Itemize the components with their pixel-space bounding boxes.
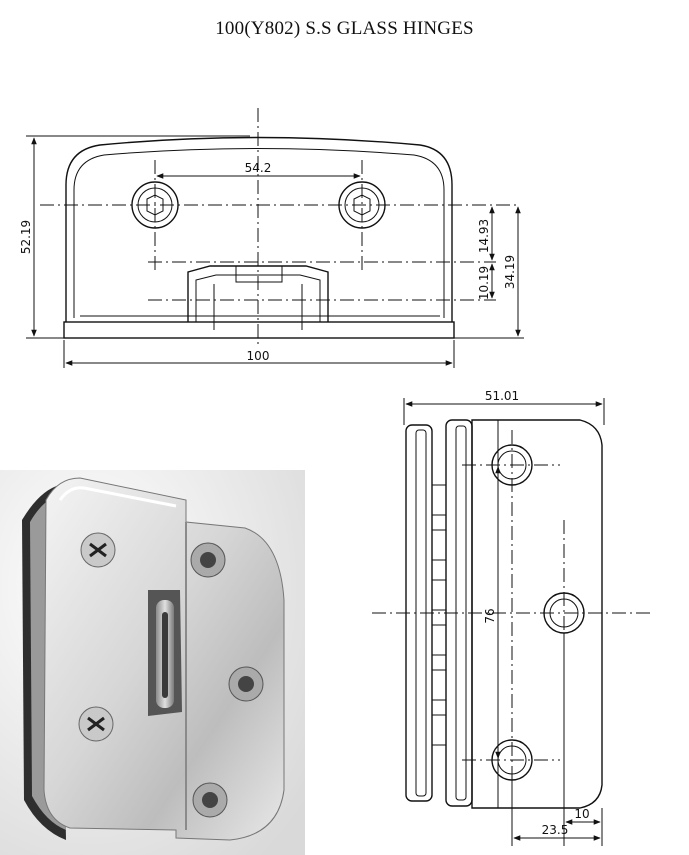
dim-front-width: 100 [247,349,270,363]
dim-side-height: 76 [483,608,497,623]
screw-top [80,532,116,568]
hole-right-bottom [192,782,228,818]
knuckles [431,484,447,746]
hinge-photo [0,470,305,855]
hole-right-top [190,542,226,578]
side-view: 51.01 76 10 23.5 [372,389,650,846]
screw-bottom [78,706,114,742]
drawing-title: 100(Y802) S.S GLASS HINGES [215,18,474,39]
dim-hole-spacing: 54.2 [245,161,272,175]
dim-a: 14.93 [477,219,491,253]
side-leaf [471,419,603,809]
front-view: 54.2 100 52.19 14.93 10.19 34.19 [19,108,524,368]
dim-b: 10.19 [477,266,491,300]
dim-d: 10 [574,807,589,821]
hole-right-mid [228,666,264,702]
dim-side-width: 51.01 [485,389,519,403]
front-inner-outline [73,148,445,318]
front-base-plate [63,321,455,339]
dim-c: 34.19 [503,255,517,289]
dim-front-height: 52.19 [19,220,33,254]
dim-e: 23.5 [542,823,569,837]
